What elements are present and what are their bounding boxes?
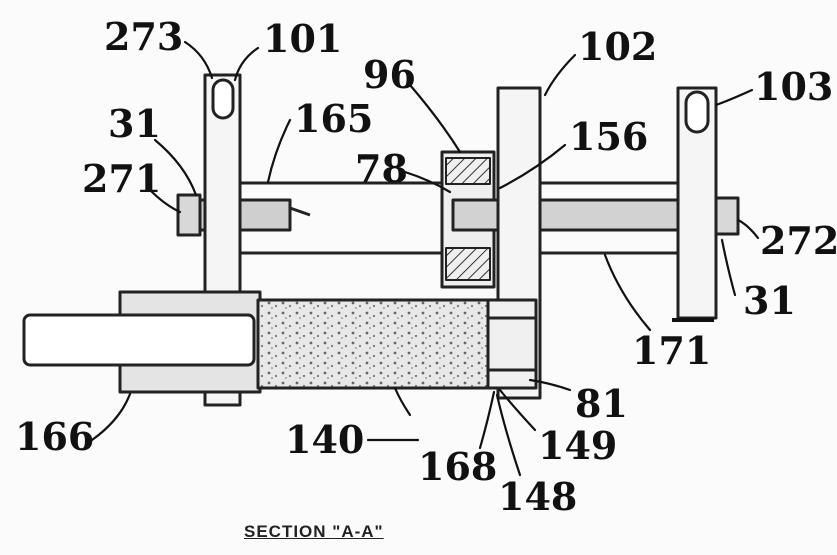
leader-96 (408, 83, 462, 154)
nut-272 (714, 196, 740, 236)
leader-273 (183, 40, 214, 80)
leader-78 (403, 170, 452, 194)
label-81: 81 (575, 381, 628, 426)
label-171: 171 (632, 328, 712, 373)
leader-171 (603, 253, 652, 332)
leader-156 (498, 143, 567, 190)
label-149: 149 (538, 423, 618, 468)
label-102: 102 (578, 24, 658, 69)
label-96: 96 (363, 52, 416, 97)
label-271: 271 (82, 156, 162, 201)
leader-166 (90, 392, 132, 442)
leader-31a (153, 138, 198, 197)
nut-271 (176, 193, 202, 237)
leader-271 (148, 188, 182, 214)
leader-103 (714, 88, 754, 107)
label-78: 78 (355, 146, 408, 191)
shaft-140 (256, 298, 492, 390)
stud-left-tip (289, 206, 311, 217)
collar-81 (486, 298, 538, 390)
leader-101 (233, 46, 260, 82)
label-31-right: 31 (743, 278, 796, 323)
leader-168 (478, 390, 496, 450)
label-273: 273 (104, 14, 184, 59)
plate-101-hole (211, 78, 235, 120)
leader-165 (266, 118, 292, 184)
leader-81 (528, 378, 572, 392)
leader-31b (720, 238, 737, 297)
block-96-insert-bottom (445, 247, 491, 281)
label-101: 101 (263, 16, 343, 61)
shaft-end (22, 313, 256, 367)
plate-103-foot (672, 318, 714, 322)
label-31-left: 31 (108, 101, 161, 146)
leader-149 (498, 388, 537, 432)
leader-272 (736, 218, 760, 240)
label-168: 168 (418, 444, 498, 489)
plate-103-hole (684, 90, 710, 134)
figure-caption: SECTION "A-A" (244, 522, 384, 541)
leader-102 (543, 53, 577, 97)
label-272: 272 (760, 218, 837, 263)
block-96-insert-top (445, 157, 491, 185)
label-165: 165 (294, 96, 374, 141)
label-103: 103 (754, 64, 834, 109)
label-140: 140 (285, 417, 365, 462)
label-156: 156 (569, 114, 649, 159)
label-148: 148 (498, 474, 578, 519)
leader-148 (495, 393, 522, 477)
label-166: 166 (15, 414, 95, 459)
leader-140 (393, 386, 412, 417)
